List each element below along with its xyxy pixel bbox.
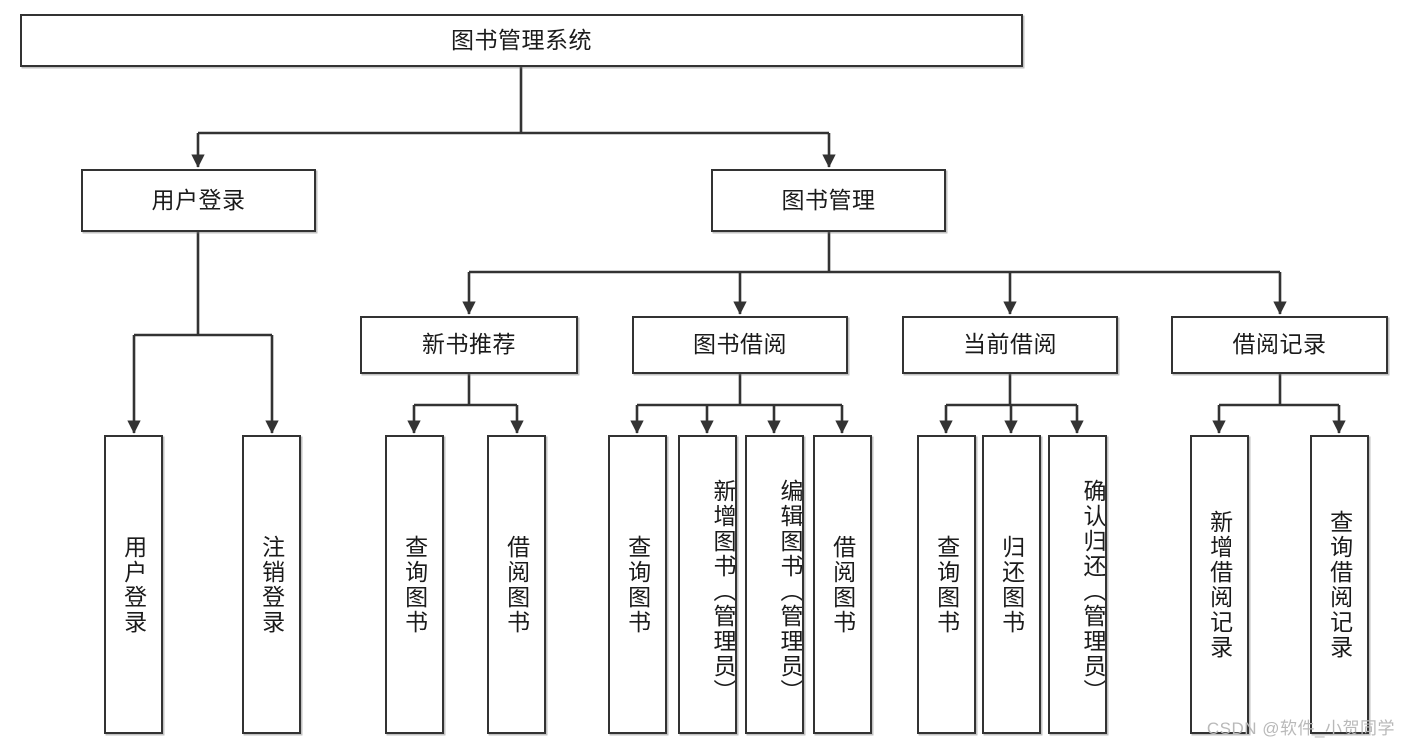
node-user-login[interactable]: 用户登录 bbox=[81, 169, 316, 232]
leaf-user-login[interactable]: 用户登录 bbox=[104, 435, 163, 734]
leaf-edit-book-admin-label: 编辑图书（管理员） bbox=[777, 479, 803, 704]
node-new-book-recommend-label: 新书推荐 bbox=[422, 331, 516, 358]
leaf-add-book-admin-label: 新增图书（管理员） bbox=[710, 479, 736, 704]
node-current-borrow-label: 当前借阅 bbox=[963, 331, 1057, 358]
node-book-borrow-label: 图书借阅 bbox=[693, 331, 787, 358]
leaf-borrow-book-newbook-label: 借阅图书 bbox=[503, 534, 530, 635]
leaf-query-book-newbook-label: 查询图书 bbox=[401, 534, 428, 635]
node-book-management[interactable]: 图书管理 bbox=[711, 169, 946, 232]
watermark: CSDN @软件_小贺同学 bbox=[1206, 719, 1395, 738]
leaf-query-book-borrow[interactable]: 查询图书 bbox=[608, 435, 667, 734]
leaf-borrow-book-borrow-label: 借阅图书 bbox=[829, 534, 856, 635]
leaf-logout-login-label: 注销登录 bbox=[258, 534, 285, 635]
leaf-edit-book-admin[interactable]: 编辑图书（管理员） bbox=[745, 435, 804, 734]
leaf-confirm-return-admin[interactable]: 确认归还（管理员） bbox=[1048, 435, 1107, 734]
node-root[interactable]: 图书管理系统 bbox=[20, 14, 1023, 67]
leaf-query-book-current[interactable]: 查询图书 bbox=[917, 435, 976, 734]
node-book-borrow[interactable]: 图书借阅 bbox=[632, 316, 848, 374]
leaf-add-book-admin[interactable]: 新增图书（管理员） bbox=[678, 435, 737, 734]
leaf-query-book-current-label: 查询图书 bbox=[933, 534, 960, 635]
leaf-borrow-book-newbook[interactable]: 借阅图书 bbox=[487, 435, 546, 734]
leaf-query-borrow-record-label: 查询借阅记录 bbox=[1326, 509, 1353, 660]
node-current-borrow[interactable]: 当前借阅 bbox=[902, 316, 1118, 374]
leaf-query-borrow-record[interactable]: 查询借阅记录 bbox=[1310, 435, 1369, 734]
leaf-add-borrow-record-label: 新增借阅记录 bbox=[1206, 509, 1233, 660]
leaf-borrow-book-borrow[interactable]: 借阅图书 bbox=[813, 435, 872, 734]
node-borrow-records[interactable]: 借阅记录 bbox=[1171, 316, 1388, 374]
leaf-return-book[interactable]: 归还图书 bbox=[982, 435, 1041, 734]
node-new-book-recommend[interactable]: 新书推荐 bbox=[360, 316, 578, 374]
node-root-label: 图书管理系统 bbox=[451, 26, 592, 53]
leaf-user-login-label: 用户登录 bbox=[120, 534, 147, 635]
leaf-return-book-label: 归还图书 bbox=[998, 534, 1025, 635]
node-book-management-label: 图书管理 bbox=[781, 186, 876, 213]
leaf-confirm-return-admin-label: 确认归还（管理员） bbox=[1080, 479, 1106, 704]
node-user-login-label: 用户登录 bbox=[151, 186, 246, 213]
leaf-query-book-borrow-label: 查询图书 bbox=[624, 534, 651, 635]
leaf-query-book-newbook[interactable]: 查询图书 bbox=[385, 435, 444, 734]
leaf-logout-login[interactable]: 注销登录 bbox=[242, 435, 301, 734]
node-borrow-records-label: 借阅记录 bbox=[1232, 331, 1327, 358]
leaf-add-borrow-record[interactable]: 新增借阅记录 bbox=[1190, 435, 1249, 734]
